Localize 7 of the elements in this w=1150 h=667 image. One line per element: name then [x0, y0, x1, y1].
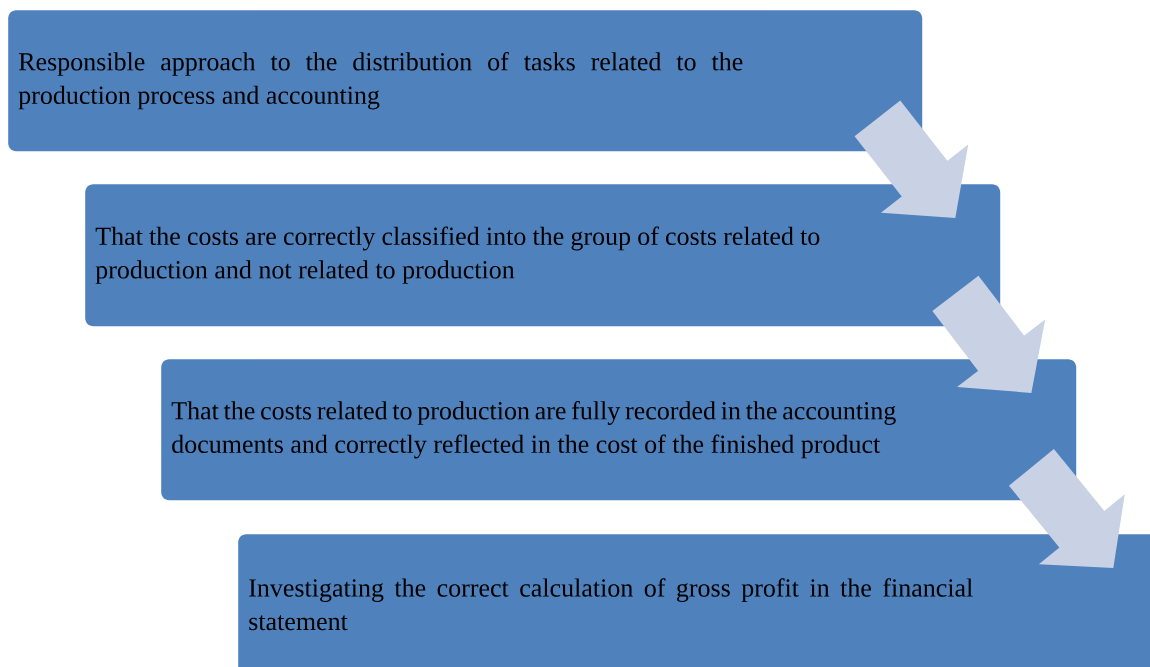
- step-box: That the costs are correctly classified into the group of costs related to production and not related to production: [85, 184, 1001, 327]
- step-box: Responsible approach to the distribution of tasks related to the production process and accounting: [8, 10, 923, 152]
- step-box: Investigating the correct calculation of gross profit in the financial statement: [238, 534, 1150, 667]
- step-box: That the costs related to production are fully recorded in the accounting documents and correctly reflected in the cost of the finished product: [161, 359, 1077, 501]
- down-arrow: [932, 275, 1046, 393]
- down-arrow: [854, 100, 969, 218]
- down-arrow: [1008, 449, 1125, 568]
